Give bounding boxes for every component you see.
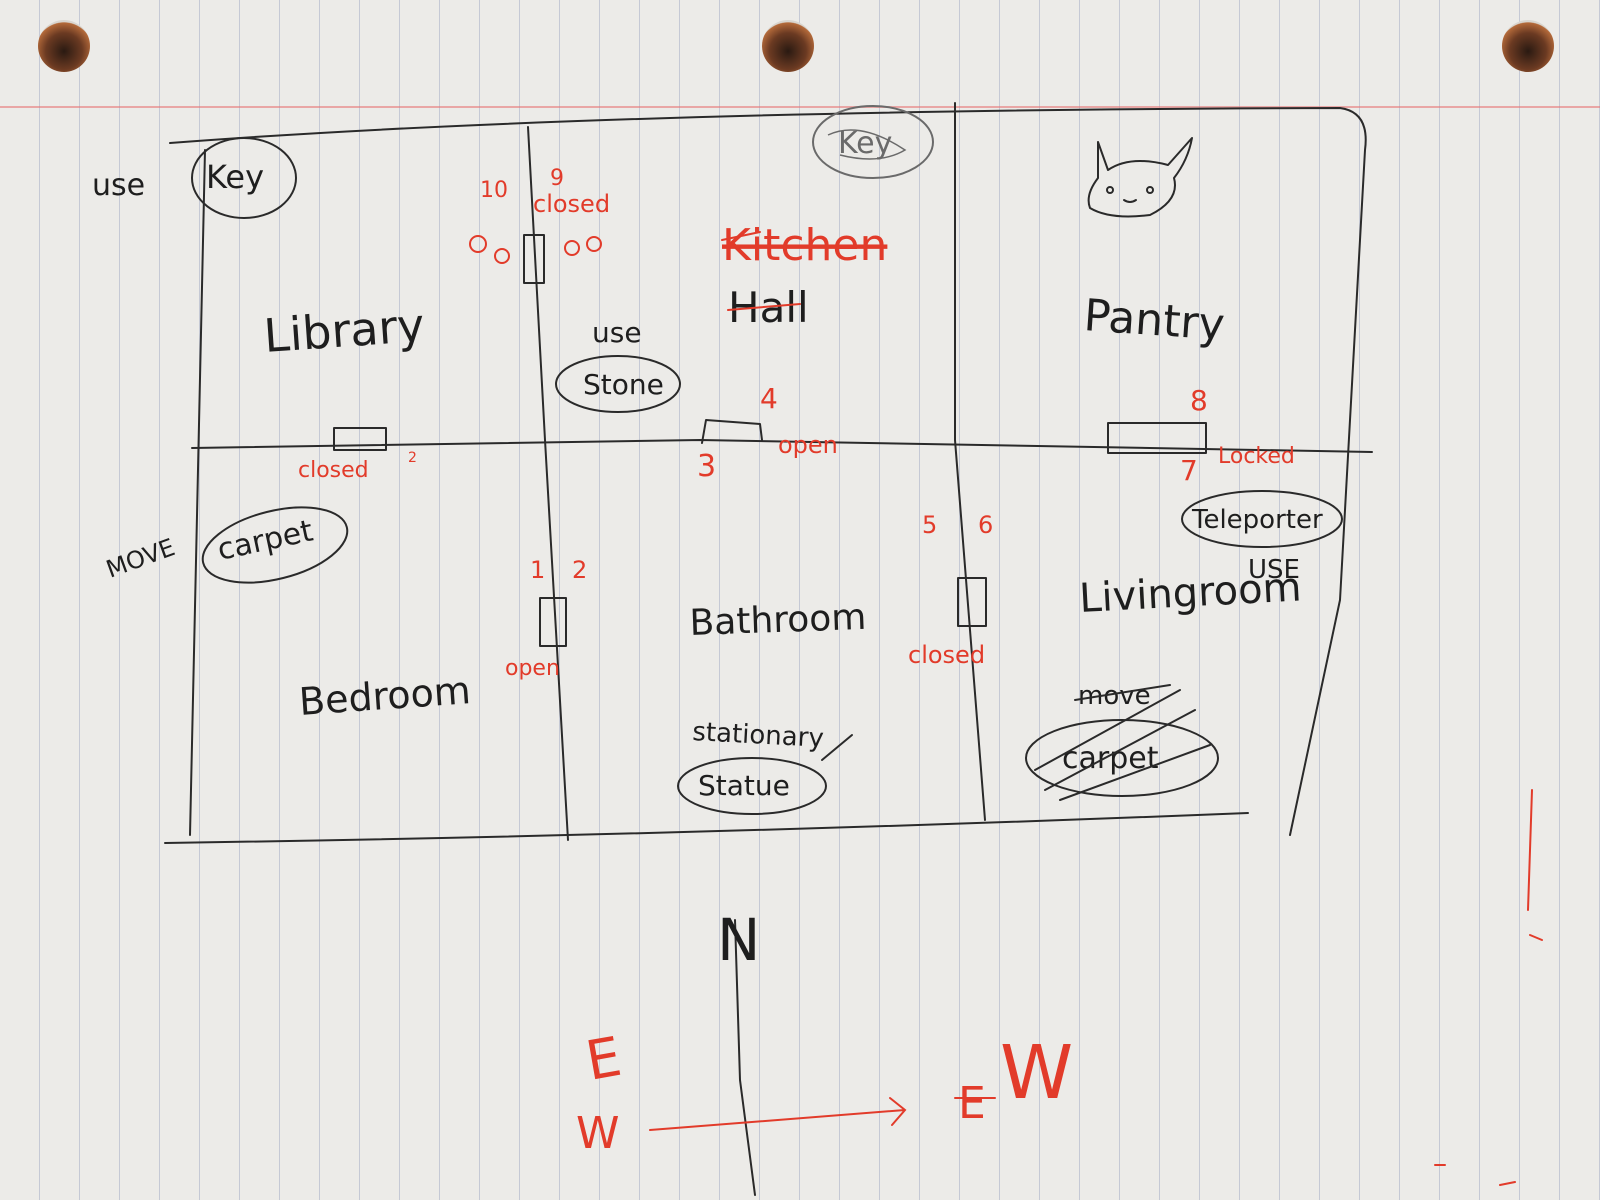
door-number-7: 7 bbox=[1180, 454, 1198, 487]
door-state-pantry-living: Locked bbox=[1218, 444, 1295, 469]
door-number-6: 6 bbox=[978, 511, 993, 539]
item-stone: Stone bbox=[583, 368, 664, 401]
room-label-kitchen: Kitchen bbox=[722, 220, 887, 271]
punch-hole-left bbox=[38, 20, 90, 72]
door-library-kitchen bbox=[523, 234, 545, 284]
punch-hole-center bbox=[762, 20, 814, 72]
door-number-8: 8 bbox=[1190, 384, 1208, 417]
door-pantry-living bbox=[1107, 422, 1207, 454]
door-number-library-bedroom: 2 bbox=[408, 450, 417, 466]
compass-east: E bbox=[958, 1078, 986, 1129]
door-bedroom-bathroom bbox=[539, 597, 567, 647]
paper-margin-line bbox=[0, 106, 1600, 108]
door-bathroom-living bbox=[957, 577, 987, 627]
cat-doodle-icon bbox=[1087, 137, 1193, 218]
compass-north: N bbox=[717, 906, 760, 974]
item-stone-circle bbox=[555, 355, 681, 413]
action-move-carpet: MOVE bbox=[102, 533, 178, 584]
door-state-hall-bathroom: open bbox=[778, 431, 838, 459]
action-use-stone: use bbox=[592, 316, 642, 349]
compass-east-corrected: E bbox=[581, 1025, 626, 1093]
action-use-key: use bbox=[92, 168, 145, 203]
outer-wall-left bbox=[189, 149, 206, 836]
kitchen-strike-line bbox=[721, 231, 761, 241]
item-carpet-circle bbox=[201, 506, 349, 584]
door-number-4: 4 bbox=[760, 382, 778, 415]
action-stationary: stationary bbox=[692, 717, 825, 754]
room-label-pantry: Pantry bbox=[1082, 290, 1226, 351]
room-label-library: Library bbox=[262, 298, 426, 363]
action-use-teleporter: USE bbox=[1248, 555, 1300, 585]
item-statue: Statue bbox=[698, 769, 790, 802]
door-state-bathroom-living: closed bbox=[908, 641, 985, 669]
punch-hole-right bbox=[1502, 20, 1554, 72]
item-key-scribbled-circle bbox=[812, 105, 934, 179]
room-label-bedroom: Bedroom bbox=[298, 668, 473, 724]
compass-horizontal-axis bbox=[649, 1097, 907, 1131]
door-number-3: 3 bbox=[697, 449, 716, 484]
item-teleporter: Teleporter bbox=[1191, 505, 1323, 535]
door-state-library-bedroom: closed bbox=[298, 458, 369, 483]
carpet-strike-through bbox=[1034, 684, 1211, 801]
item-key-circle bbox=[191, 137, 297, 219]
compass-west-corrected: W bbox=[1000, 1030, 1073, 1116]
door-state-library-kitchen: closed bbox=[533, 190, 610, 218]
wall-east-divider bbox=[954, 102, 986, 821]
item-statue-circle bbox=[677, 757, 827, 815]
door-number-9: 9 bbox=[550, 166, 564, 191]
door-library-bedroom bbox=[333, 427, 387, 451]
room-label-bathroom: Bathroom bbox=[689, 597, 867, 644]
door-number-1: 1 bbox=[530, 556, 545, 584]
item-carpet: carpet bbox=[214, 513, 316, 567]
door-number-2: 2 bbox=[572, 556, 587, 584]
door-number-10: 10 bbox=[480, 178, 508, 203]
action-move-crossed: move bbox=[1078, 681, 1151, 711]
hall-strike-line bbox=[727, 303, 801, 311]
door-hall-bathroom bbox=[701, 419, 763, 444]
item-teleporter-circle bbox=[1181, 490, 1343, 548]
item-key: Key bbox=[206, 158, 264, 196]
compass-west: W bbox=[576, 1108, 620, 1159]
key-scribble-lines bbox=[827, 129, 907, 160]
item-carpet-crossed-circle bbox=[1025, 719, 1219, 797]
outer-wall-top bbox=[169, 107, 1367, 836]
outer-wall-bottom bbox=[164, 812, 1249, 844]
door-scribble-marks bbox=[469, 235, 602, 264]
door-state-bedroom-bathroom: open bbox=[505, 656, 560, 681]
compass-vertical-axis bbox=[734, 919, 756, 1196]
wall-west-divider bbox=[527, 126, 569, 841]
door-number-5: 5 bbox=[922, 511, 937, 539]
stationary-pointer-line bbox=[821, 734, 853, 761]
stray-red-marks bbox=[1434, 789, 1543, 1186]
wall-horizontal-divider bbox=[191, 439, 1373, 453]
